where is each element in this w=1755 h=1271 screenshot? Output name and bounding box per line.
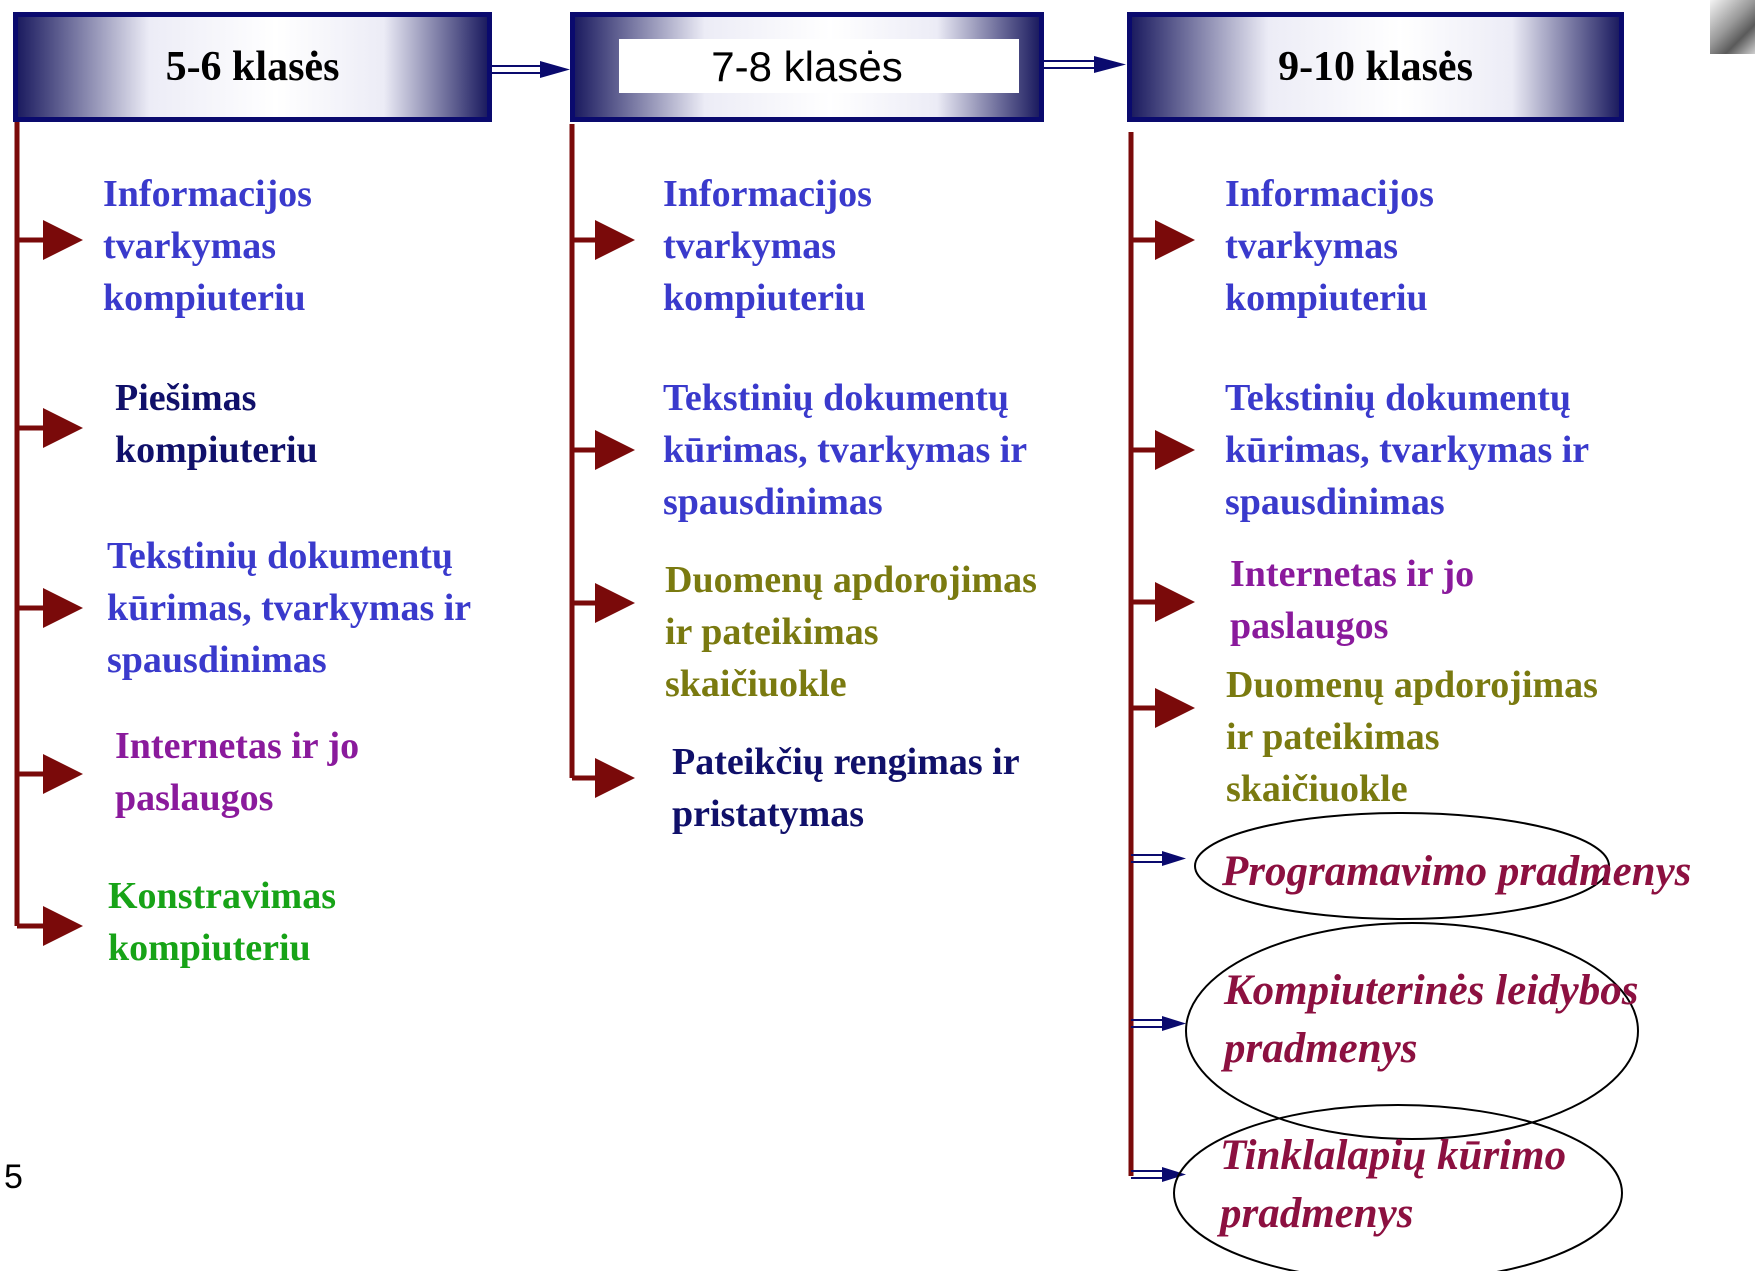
item-line: Konstravimas bbox=[108, 875, 336, 917]
header-7-8-highlight bbox=[619, 39, 1019, 93]
item-line: Tekstinių dokumentų bbox=[107, 535, 454, 577]
item-line: ir pateikimas bbox=[665, 611, 879, 653]
column-2-connectors bbox=[569, 124, 635, 798]
column-3-connectors bbox=[1128, 132, 1195, 1182]
item-line: Tinklalapių kūrimo bbox=[1220, 1132, 1567, 1179]
item-line: spausdinimas bbox=[663, 481, 883, 523]
item-7-8-informacijos: Informacijos tvarkymas kompiuteriu bbox=[663, 168, 872, 324]
item-line: Informacijos bbox=[1225, 173, 1434, 215]
item-line: kūrimas, tvarkymas ir bbox=[663, 429, 1028, 471]
item-9-10-programavimo: Programavimo pradmenys bbox=[1222, 843, 1691, 901]
item-line: pradmenys bbox=[1220, 1190, 1414, 1237]
item-line: skaičiuokle bbox=[1226, 768, 1408, 810]
item-line: Programavimo pradmenys bbox=[1222, 848, 1692, 895]
header-5-6: 5-6 klasės bbox=[13, 12, 492, 122]
item-line: kompiuteriu bbox=[1225, 277, 1428, 319]
oval-programavimo bbox=[1194, 812, 1610, 920]
page-number: 5 bbox=[4, 1158, 23, 1196]
item-9-10-internetas: Internetas ir jo paslaugos bbox=[1230, 548, 1474, 652]
item-line: spausdinimas bbox=[107, 639, 327, 681]
item-line: Pateikčių rengimas ir bbox=[672, 741, 1020, 783]
item-9-10-duomenu: Duomenų apdorojimas ir pateikimas skaiči… bbox=[1226, 659, 1598, 815]
header-arrow-2 bbox=[1044, 56, 1126, 73]
header-5-6-label: 5-6 klasės bbox=[165, 44, 340, 90]
item-line: Informacijos bbox=[103, 173, 312, 215]
item-9-10-leidybos: Kompiuterinės leidybos pradmenys bbox=[1224, 962, 1638, 1078]
item-line: Informacijos bbox=[663, 173, 872, 215]
item-line: Tekstinių dokumentų bbox=[1225, 377, 1572, 419]
item-line: kūrimas, tvarkymas ir bbox=[1225, 429, 1590, 471]
item-9-10-tekstiniu: Tekstinių dokumentų kūrimas, tvarkymas i… bbox=[1225, 372, 1589, 528]
header-9-10: 9-10 klasės bbox=[1127, 12, 1624, 122]
header-7-8-label: 7-8 klasės bbox=[711, 43, 903, 90]
item-5-6-tekstiniu: Tekstinių dokumentų kūrimas, tvarkymas i… bbox=[107, 530, 471, 686]
item-line: pradmenys bbox=[1224, 1025, 1418, 1072]
item-line: skaičiuokle bbox=[665, 663, 847, 705]
item-line: Kompiuterinės leidybos bbox=[1224, 967, 1639, 1014]
item-line: Piešimas bbox=[115, 377, 257, 419]
item-7-8-pateikciu: Pateikčių rengimas ir pristatymas bbox=[672, 736, 1020, 840]
header-arrow-1 bbox=[492, 61, 570, 78]
oval-tinklalapiu bbox=[1173, 1104, 1623, 1271]
item-9-10-tinklalapiu: Tinklalapių kūrimo pradmenys bbox=[1220, 1127, 1566, 1243]
item-line: kompiuteriu bbox=[108, 927, 311, 969]
header-9-10-label: 9-10 klasės bbox=[1278, 44, 1473, 90]
item-line: ir pateikimas bbox=[1226, 716, 1440, 758]
item-line: tvarkymas bbox=[103, 225, 277, 267]
item-5-6-internetas: Internetas ir jo paslaugos bbox=[115, 720, 359, 824]
item-7-8-duomenu: Duomenų apdorojimas ir pateikimas skaiči… bbox=[665, 554, 1037, 710]
item-5-6-konstravimas: Konstravimas kompiuteriu bbox=[108, 870, 336, 974]
item-line: pristatymas bbox=[672, 793, 865, 835]
corner-decoration bbox=[1710, 0, 1755, 54]
item-9-10-informacijos: Informacijos tvarkymas kompiuteriu bbox=[1225, 168, 1434, 324]
item-5-6-piesimas: Piešimas kompiuteriu bbox=[115, 372, 318, 476]
item-line: paslaugos bbox=[1230, 605, 1389, 647]
item-line: Duomenų apdorojimas bbox=[665, 559, 1037, 601]
item-line: spausdinimas bbox=[1225, 481, 1445, 523]
item-line: Duomenų apdorojimas bbox=[1226, 664, 1598, 706]
item-7-8-tekstiniu: Tekstinių dokumentų kūrimas, tvarkymas i… bbox=[663, 372, 1027, 528]
item-line: kūrimas, tvarkymas ir bbox=[107, 587, 472, 629]
item-line: paslaugos bbox=[115, 777, 274, 819]
item-line: Internetas ir jo bbox=[115, 725, 360, 767]
item-line: tvarkymas bbox=[663, 225, 837, 267]
item-line: kompiuteriu bbox=[663, 277, 866, 319]
item-line: Tekstinių dokumentų bbox=[663, 377, 1010, 419]
item-line: Internetas ir jo bbox=[1230, 553, 1475, 595]
column-1-connectors bbox=[14, 122, 83, 946]
oval-leidybos bbox=[1185, 922, 1639, 1140]
item-line: kompiuteriu bbox=[103, 277, 306, 319]
item-5-6-informacijos: Informacijos tvarkymas kompiuteriu bbox=[103, 168, 312, 324]
header-7-8: 7-8 klasės bbox=[570, 12, 1044, 122]
item-line: tvarkymas bbox=[1225, 225, 1399, 267]
item-line: kompiuteriu bbox=[115, 429, 318, 471]
